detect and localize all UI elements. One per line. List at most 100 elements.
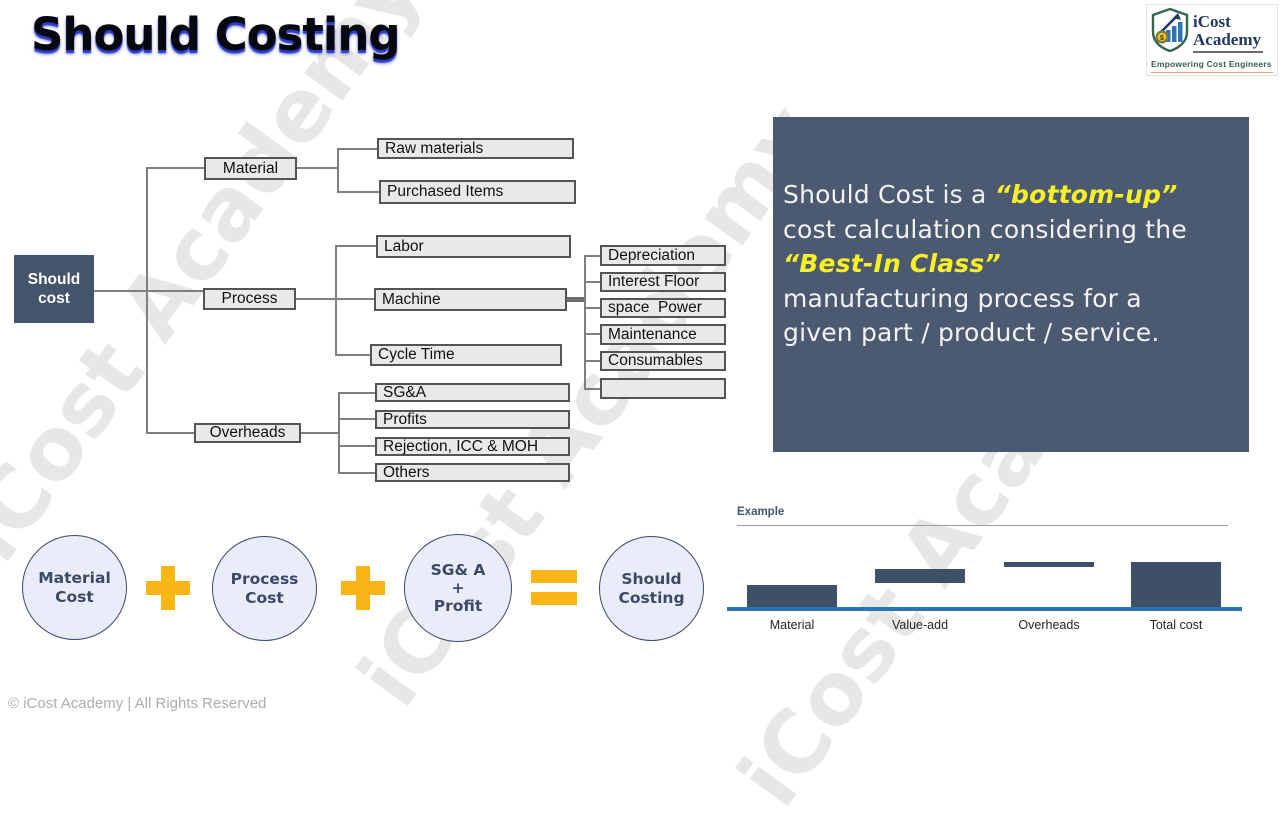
root-label-line2: cost — [38, 290, 70, 307]
tree-leaf-machine: Machine — [374, 288, 567, 311]
circle-label: Cost — [55, 587, 94, 606]
logo-name: iCost Academy — [1193, 11, 1263, 53]
definition-panel: Should Cost is a “bottom-up”cost calcula… — [773, 117, 1249, 452]
connector-line — [338, 445, 375, 447]
tree-leaf-raw-materials: Raw materials — [377, 138, 574, 159]
tree-node-process: Process — [203, 288, 296, 310]
tree-leaf-consumables: Consumables — [600, 351, 726, 371]
circle-label: Process — [230, 569, 299, 588]
connector-line — [146, 432, 194, 434]
connector-line — [94, 290, 204, 292]
example-chart-title: Example — [737, 506, 1228, 526]
connector-line — [338, 392, 375, 394]
tree-leaf-purchased-items: Purchased Items — [379, 180, 576, 204]
circle-should-costing: Should Costing — [599, 536, 704, 641]
circle-process-cost: Process Cost — [212, 536, 317, 641]
highlighted-phrase: “Best-In Class” — [783, 249, 1001, 278]
tree-leaf-others: Others — [375, 463, 570, 482]
tree-node-material: Material — [204, 157, 297, 180]
slide: Should Costing $ iCost Academy — [8, 4, 1278, 712]
connector-line — [584, 255, 600, 257]
tree-root-should-cost: Should cost — [14, 255, 94, 323]
connector-line — [297, 167, 337, 169]
connector-line — [335, 245, 376, 247]
tree-leaf-cycle-time: Cycle Time — [370, 344, 562, 366]
tree-leaf-labor: Labor — [376, 235, 571, 258]
copyright-footer: © iCost Academy | All Rights Reserved — [8, 695, 267, 712]
tree-leaf-interest-floor: Interest Floor — [600, 272, 726, 292]
chart-bar-value-add — [875, 569, 965, 583]
chart-category-label: Total cost — [1149, 618, 1203, 632]
logo-name-line2: Academy — [1193, 29, 1261, 49]
chart-bar-overheads — [1004, 562, 1094, 567]
connector-line — [335, 354, 370, 356]
circle-label: Should — [621, 569, 682, 588]
definition-line: “Best-In Class” — [783, 247, 1241, 282]
definition-line: cost calculation considering the — [783, 213, 1241, 248]
connector-line — [335, 245, 337, 356]
logo-name-line1: iCost — [1193, 11, 1231, 31]
connector-line — [584, 281, 600, 283]
chart-bar-total-cost — [1131, 562, 1221, 607]
definition-text: Should Cost is a — [783, 180, 995, 209]
circle-label: SG& A — [430, 561, 486, 579]
circle-label: Material — [38, 568, 111, 587]
connector-line — [296, 298, 335, 300]
page-title: Should Costing — [31, 8, 401, 61]
definition-line: given part / product / service. — [783, 316, 1241, 351]
plus-bar — [356, 566, 370, 610]
connector-line — [567, 297, 585, 302]
logo-tagline: Empowering Cost Engineers — [1151, 59, 1272, 69]
root-label-line1: Should — [27, 271, 81, 288]
circle-label: Profit — [433, 597, 483, 615]
plus-icon — [341, 566, 385, 610]
tree-leaf-depreciation: Depreciation — [600, 245, 726, 266]
tree-leaf-sga: SG&A — [375, 383, 570, 402]
chart-category-label: Overheads — [1018, 618, 1080, 632]
definition-line: manufacturing process for a — [783, 282, 1241, 317]
tree-node-overheads: Overheads — [194, 423, 301, 443]
connector-line — [584, 255, 586, 389]
connector-line — [584, 333, 600, 335]
connector-line — [338, 392, 340, 473]
connector-line — [338, 418, 375, 420]
chart-category-label: Value-add — [891, 618, 949, 632]
definition-line: Should Cost is a “bottom-up” — [783, 178, 1241, 213]
svg-text:$: $ — [1160, 35, 1164, 42]
tree-leaf-rejection: Rejection, ICC & MOH — [375, 437, 570, 456]
tree-leaf-maintenance: Maintenance — [600, 324, 726, 345]
connector-line — [337, 148, 339, 193]
definition-text: cost calculation considering the — [783, 214, 1187, 244]
connector-line — [584, 360, 600, 362]
tree-leaf-empty — [600, 378, 726, 399]
chart-x-axis — [727, 607, 1242, 611]
logo-top-row: $ iCost Academy — [1151, 7, 1273, 57]
highlighted-phrase: “bottom-up” — [994, 180, 1178, 209]
chart-bar-material — [747, 585, 837, 607]
definition-text: manufacturing process for a — [783, 283, 1142, 313]
connector-line — [146, 167, 204, 169]
circle-material-cost: Material Cost — [22, 535, 127, 640]
icost-academy-logo: $ iCost Academy Empowering Cost Engineer… — [1146, 4, 1278, 76]
connector-line — [146, 167, 148, 434]
connector-line — [337, 191, 379, 193]
circle-sga-profit: SG& A + Profit — [404, 534, 512, 642]
logo-accent-underline — [1151, 72, 1273, 73]
equals-bar — [531, 592, 577, 605]
circle-label: Cost — [245, 588, 284, 607]
tree-leaf-profits: Profits — [375, 410, 570, 429]
plus-icon — [146, 566, 190, 610]
connector-line — [584, 388, 600, 390]
connector-line — [584, 307, 600, 309]
definition-text: given part / product / service. — [783, 318, 1160, 347]
connector-line — [338, 472, 375, 474]
equals-icon — [531, 570, 577, 606]
tree-leaf-space-power: space Power — [600, 298, 726, 318]
circle-label: Costing — [618, 588, 685, 607]
connector-line — [337, 148, 377, 150]
plus-bar — [161, 566, 175, 610]
equals-bar — [531, 570, 577, 583]
connector-line — [301, 432, 338, 434]
shield-chart-icon: $ — [1151, 7, 1189, 57]
connector-line — [335, 298, 374, 300]
